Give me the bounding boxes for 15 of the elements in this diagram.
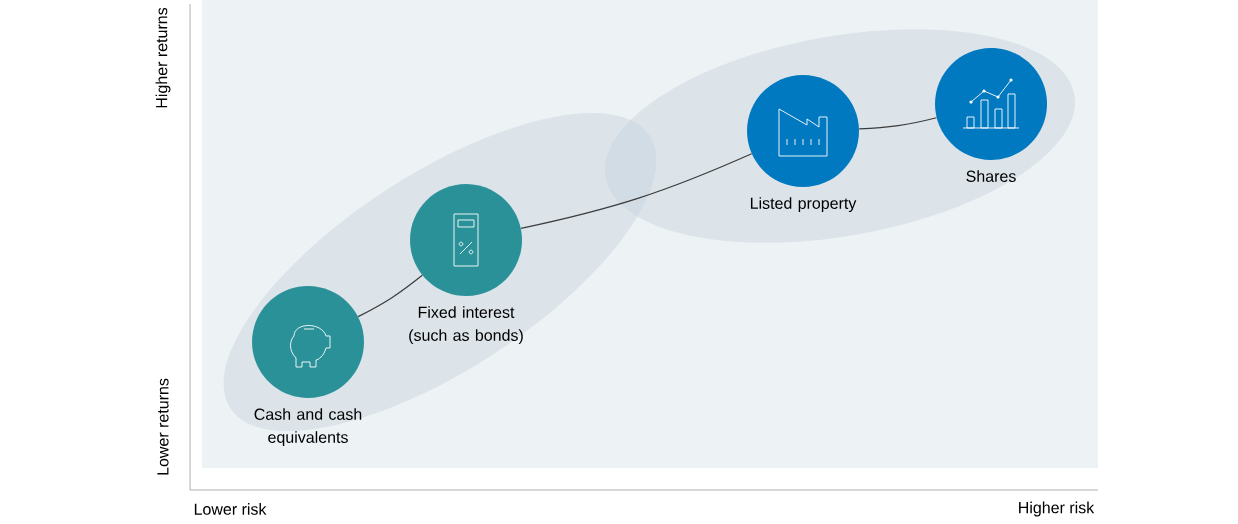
axis-label: Lower returns bbox=[157, 378, 169, 475]
axis-label: Lower risk bbox=[194, 503, 267, 515]
circle-node bbox=[409, 184, 523, 345]
node-label: Fixed interest (such as bonds) bbox=[409, 306, 523, 345]
axis-label: Higher returns bbox=[155, 7, 171, 108]
circle-node bbox=[252, 286, 364, 447]
node-label: Shares bbox=[966, 170, 1016, 182]
circle-node bbox=[747, 75, 859, 213]
curve-line bbox=[357, 274, 423, 318]
axis-label: Higher risk bbox=[1019, 501, 1095, 517]
curve-line bbox=[520, 153, 753, 229]
node-label: Cash and cash equivalents bbox=[254, 408, 362, 447]
curve-line bbox=[858, 117, 938, 130]
node-label: Listed property bbox=[750, 197, 857, 213]
circle-node bbox=[935, 48, 1047, 182]
